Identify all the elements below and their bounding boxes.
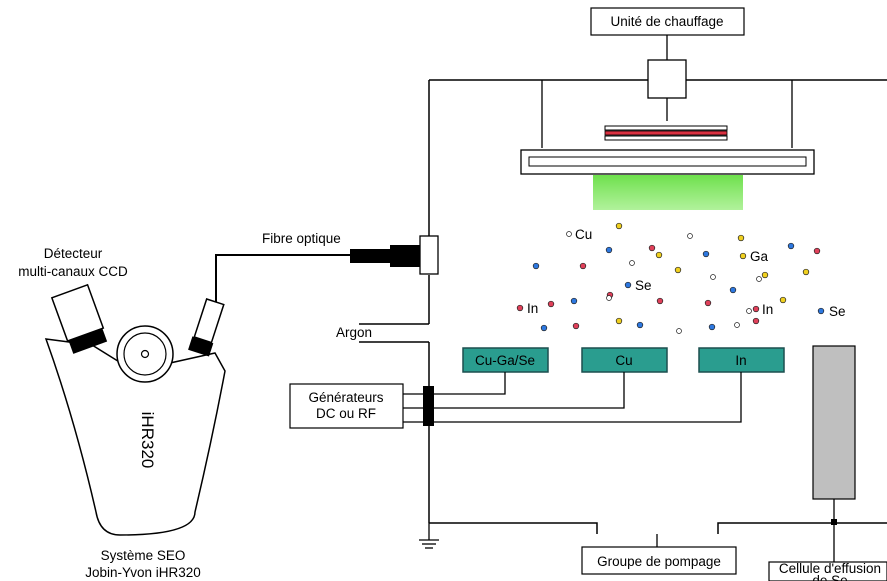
heater-housing: [541, 80, 793, 148]
species-labels: Cu Ga Se In In Se: [527, 227, 846, 319]
pump-group-label: Groupe de pompage: [597, 554, 721, 569]
pump-group: Groupe de pompage: [581, 534, 737, 575]
ground-symbol: [419, 523, 439, 549]
optical-fiber: Fibre optique: [215, 231, 439, 303]
system-label-line2: Jobin-Yvon iHR320: [85, 565, 201, 580]
target-cu: [581, 347, 668, 373]
system-label-line1: Système SEO: [101, 548, 186, 563]
heating-unit: Unité de chauffage: [590, 7, 745, 121]
viewport-window: [419, 235, 439, 275]
sputtering-targets: Cu-Ga/Se Cu In: [462, 347, 785, 373]
detector-label-line2: multi-canaux CCD: [18, 264, 128, 279]
power-lines: [403, 372, 742, 423]
species-label-in: In: [762, 302, 773, 317]
substrate-holder: [520, 125, 815, 175]
instrument-model-label: iHR320: [138, 412, 157, 469]
optical-fiber-label: Fibre optique: [262, 231, 341, 246]
argon-label: Argon: [336, 325, 372, 340]
effusion-cell: Cellule d'effusion de Se: [768, 345, 887, 581]
effusion-cell-label-line1: Cellule d'effusion: [779, 561, 881, 576]
generators-label-line1: Générateurs: [308, 390, 383, 405]
target-in: [698, 347, 785, 373]
target-cu-ga-se: [462, 347, 549, 373]
species-label-se: Se: [635, 278, 652, 293]
species-label-in: In: [527, 301, 538, 316]
effusion-cell-label-line2: de Se: [812, 573, 847, 581]
target-label: Cu: [615, 353, 632, 368]
species-label-ga: Ga: [750, 249, 769, 264]
argon-inlet: Argon: [336, 323, 429, 343]
generators-label-line2: DC ou RF: [316, 406, 376, 421]
target-label: Cu-Ga/Se: [475, 353, 535, 368]
species-label-se: Se: [829, 304, 846, 319]
generators-box: Générateurs DC ou RF: [289, 383, 404, 429]
species-label-cu: Cu: [575, 227, 592, 242]
sputtered-particles: [516, 222, 825, 334]
sample-layer: [604, 130, 728, 136]
plasma-glow: [593, 175, 743, 210]
heating-unit-label: Unité de chauffage: [610, 14, 723, 29]
detector-label-line1: Détecteur: [44, 246, 103, 261]
target-label: In: [735, 353, 746, 368]
spectrometer: iHR320: [44, 283, 226, 536]
electrical-feedthrough: [423, 386, 434, 426]
